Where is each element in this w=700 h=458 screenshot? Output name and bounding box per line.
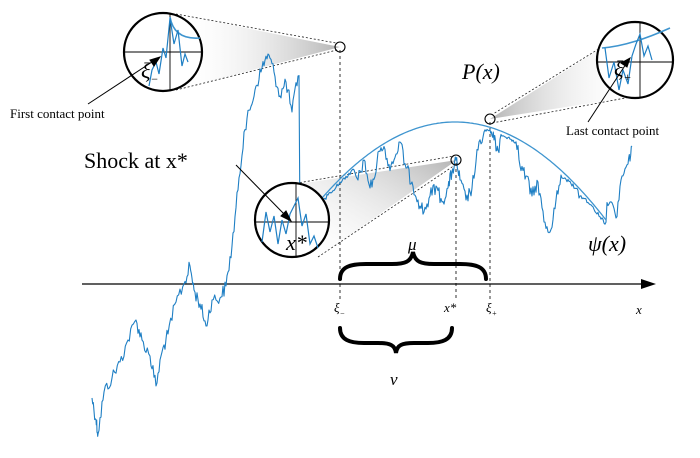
tick-xi-minus: ξ− xyxy=(334,300,345,318)
path-label: ψ(x) xyxy=(588,231,626,256)
x-axis-label: x xyxy=(635,302,642,317)
inset-xstar-label: x* xyxy=(285,230,307,255)
nu-label: ν xyxy=(390,370,398,389)
inset-shock: x* xyxy=(253,181,331,259)
nu-brace xyxy=(338,326,454,354)
mu-label: μ xyxy=(407,235,417,254)
x-axis xyxy=(82,279,656,289)
tick-xi-plus: ξ+ xyxy=(486,300,497,318)
brownian-path xyxy=(91,53,633,437)
first-contact-label: First contact point xyxy=(10,106,105,121)
inset-xi-minus-label: ξ− xyxy=(141,58,159,86)
parabola-curve xyxy=(299,121,607,226)
cone-edges xyxy=(175,13,637,258)
vertical-guides xyxy=(339,50,491,300)
cone-shock xyxy=(292,160,457,257)
cone-first-contact xyxy=(176,14,340,90)
annotation-arrows xyxy=(87,56,631,223)
parabola-label: P(x) xyxy=(461,59,500,84)
inset-first-contact: ξ− xyxy=(122,11,204,93)
last-contact-label: Last contact point xyxy=(566,123,660,138)
inset-xi-plus-label: ξ+ xyxy=(614,56,632,84)
mu-brace xyxy=(338,251,488,281)
inset-last-contact: ξ+ xyxy=(595,20,675,100)
last-contact-marker xyxy=(484,113,496,125)
first-contact-marker xyxy=(334,41,346,53)
tick-xstar: x* xyxy=(443,300,457,315)
shock-label: Shock at x* xyxy=(84,148,188,173)
shock-marker xyxy=(450,154,462,166)
